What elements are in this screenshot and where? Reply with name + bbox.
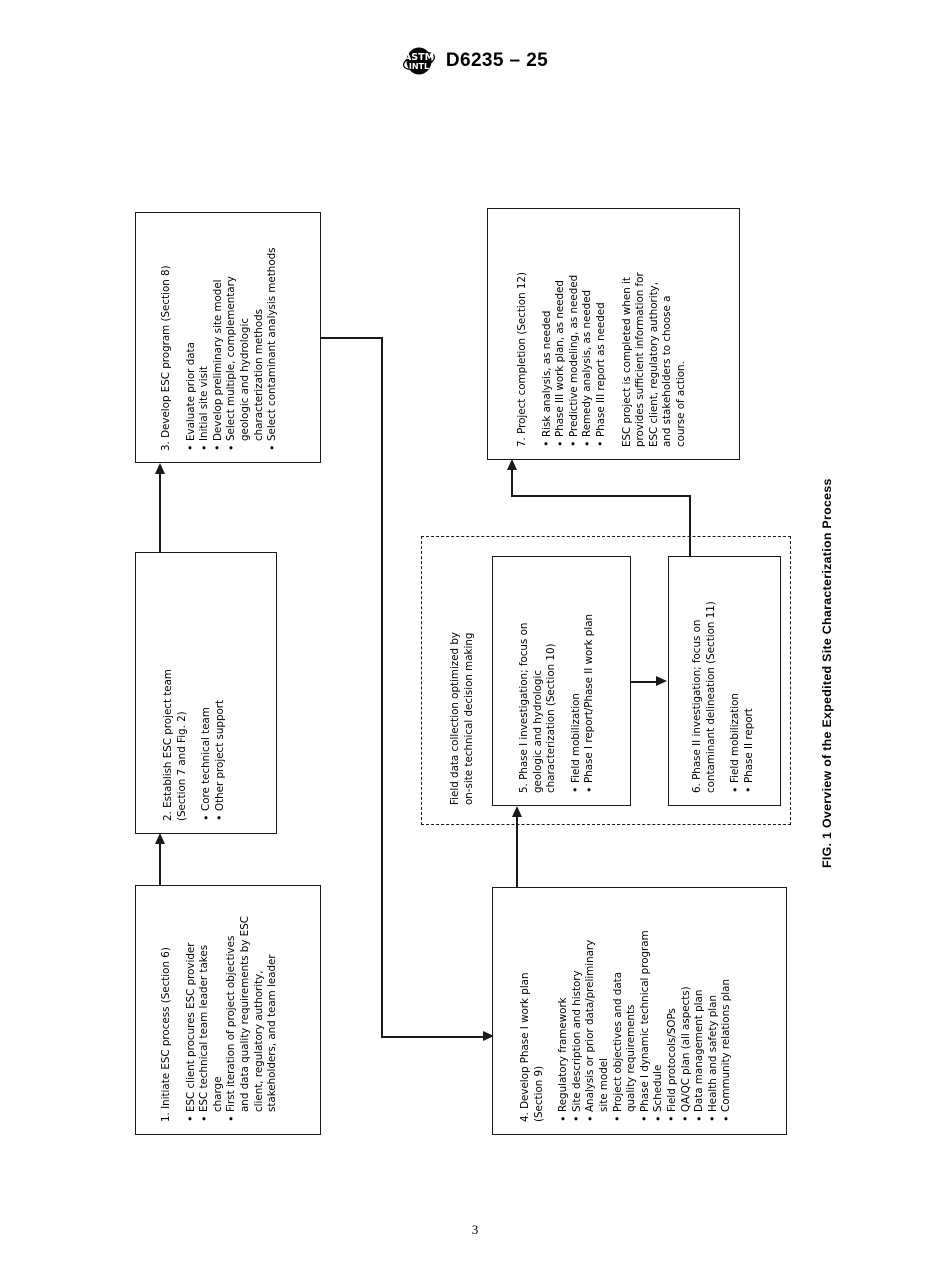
list-item: Risk analysis, as needed: [541, 219, 555, 447]
flow-box-3-title: 3. Develop ESC program (Section 8): [160, 265, 172, 451]
figure-caption: FIG. 1 Overview of the Expedited Site Ch…: [820, 478, 834, 868]
flow-box-7-bullets: Risk analysis, as needed Phase III work …: [541, 219, 609, 447]
group-note: Field data collection optimized by on-si…: [449, 555, 476, 805]
flow-box-5-title: 5. Phase I investigation; focus on geolo…: [518, 622, 558, 793]
list-item: Community relations plan: [720, 900, 734, 1122]
connector-box6-to-box7-seg3: [511, 468, 513, 496]
connector-box4-to-box5: [516, 813, 518, 887]
list-item: Field mobilization: [729, 569, 743, 793]
flow-box-6[interactable]: 6. Phase II investigation; focus on cont…: [668, 556, 781, 806]
list-item: Project objectives and data quality requ…: [612, 900, 639, 1122]
connector-box3-to-box4-seg3: [381, 1036, 485, 1038]
arrowhead-box5-to-box6: [656, 676, 667, 686]
list-item: Phase II report: [743, 569, 757, 793]
list-item: Phase III report as needed: [595, 219, 609, 447]
flow-box-7[interactable]: 7. Project completion (Section 12) Risk …: [487, 208, 740, 460]
list-item: First iteration of project objectives an…: [225, 898, 279, 1122]
list-item: Data management plan: [693, 900, 707, 1122]
flow-box-2-bullets: Core technical team Other project suppor…: [200, 571, 227, 821]
arrowhead-box6-to-box7: [507, 459, 517, 470]
connector-box3-to-box4-seg1: [321, 337, 382, 339]
flow-box-2-title: 2. Establish ESC project team (Section 7…: [162, 669, 188, 821]
list-item: Other project support: [214, 571, 228, 821]
connector-box2-to-box3: [159, 470, 161, 552]
flow-box-4-bullets: Regulatory framework Site description an…: [557, 900, 734, 1122]
flow-box-4[interactable]: 4. Develop Phase I work plan (Section 9)…: [492, 887, 787, 1135]
connector-box6-to-box7-seg2: [511, 495, 691, 497]
flow-box-1[interactable]: 1. Initiate ESC process (Section 6) ESC …: [135, 885, 321, 1135]
list-item: Analysis or prior data/preliminary site …: [584, 900, 611, 1122]
flow-box-3-bullets: Evaluate prior data Initial site visit D…: [185, 227, 280, 451]
flow-box-6-bullets: Field mobilization Phase II report: [729, 569, 756, 793]
arrowhead-box3-to-box4: [483, 1031, 494, 1041]
field-data-collection-group: [421, 536, 791, 825]
figure-caption-text: FIG. 1 Overview of the Expedited Site Ch…: [820, 478, 834, 868]
flow-box-7-title: 7. Project completion (Section 12): [516, 272, 528, 447]
list-item: ESC client procures ESC provider: [185, 898, 199, 1122]
list-item: QA/QC plan (all aspects): [680, 900, 694, 1122]
flow-box-1-bullets: ESC client procures ESC provider ESC tec…: [185, 898, 280, 1122]
astm-logo-icon: ASTM INTL: [402, 44, 436, 78]
arrowhead-box4-to-box5: [512, 806, 522, 817]
connector-box5-to-box6: [631, 681, 658, 683]
list-item: Initial site visit: [198, 227, 212, 451]
svg-text:INTL: INTL: [409, 62, 429, 71]
flow-box-4-title: 4. Develop Phase I work plan (Section 9): [519, 972, 545, 1122]
list-item: Health and safety plan: [707, 900, 721, 1122]
connector-box3-to-box4-seg2: [381, 337, 383, 1037]
list-item: Field mobilization: [570, 569, 584, 793]
flow-box-3[interactable]: 3. Develop ESC program (Section 8) Evalu…: [135, 212, 321, 463]
flow-box-6-title: 6. Phase II investigation; focus on cont…: [691, 601, 717, 793]
list-item: Phase I report/Phase II work plan: [583, 569, 597, 793]
list-item: Develop preliminary site model: [212, 227, 226, 451]
list-item: Core technical team: [200, 571, 214, 821]
list-item: Select multiple, complementary geologic …: [225, 227, 266, 451]
group-note-text: Field data collection optimized by on-si…: [449, 632, 475, 805]
list-item: Phase I dynamic technical program: [639, 900, 653, 1122]
svg-text:ASTM: ASTM: [404, 52, 434, 63]
page-number: 3: [471, 1222, 479, 1237]
list-item: ESC technical team leader takes charge: [198, 898, 225, 1122]
flow-box-5[interactable]: 5. Phase I investigation; focus on geolo…: [492, 556, 631, 806]
connector-box1-to-box2: [159, 840, 161, 885]
arrowhead-box2-to-box3: [155, 463, 165, 474]
list-item: Remedy analysis, as needed: [581, 219, 595, 447]
list-item: Site description and history: [571, 900, 585, 1122]
flow-box-1-title: 1. Initiate ESC process (Section 6): [160, 947, 172, 1122]
list-item: Regulatory framework: [557, 900, 571, 1122]
list-item: Schedule: [652, 900, 666, 1122]
connector-box6-to-box7-seg1: [689, 495, 691, 556]
list-item: Phase III work plan, as needed: [554, 219, 568, 447]
list-item: Field protocols/SOPs: [666, 900, 680, 1122]
document-header: ASTM INTL D6235 – 25: [0, 44, 950, 78]
document-id: D6235 – 25: [445, 50, 549, 71]
flow-box-5-bullets: Field mobilization Phase I report/Phase …: [570, 569, 597, 793]
list-item: Predictive modeling, as needed: [568, 219, 582, 447]
list-item: Select contaminant analysis methods: [266, 227, 280, 451]
list-item: Evaluate prior data: [185, 227, 199, 451]
flow-box-2[interactable]: 2. Establish ESC project team (Section 7…: [135, 552, 277, 834]
flow-box-7-paragraph: ESC project is completed when it provide…: [620, 272, 687, 447]
arrowhead-box1-to-box2: [155, 833, 165, 844]
